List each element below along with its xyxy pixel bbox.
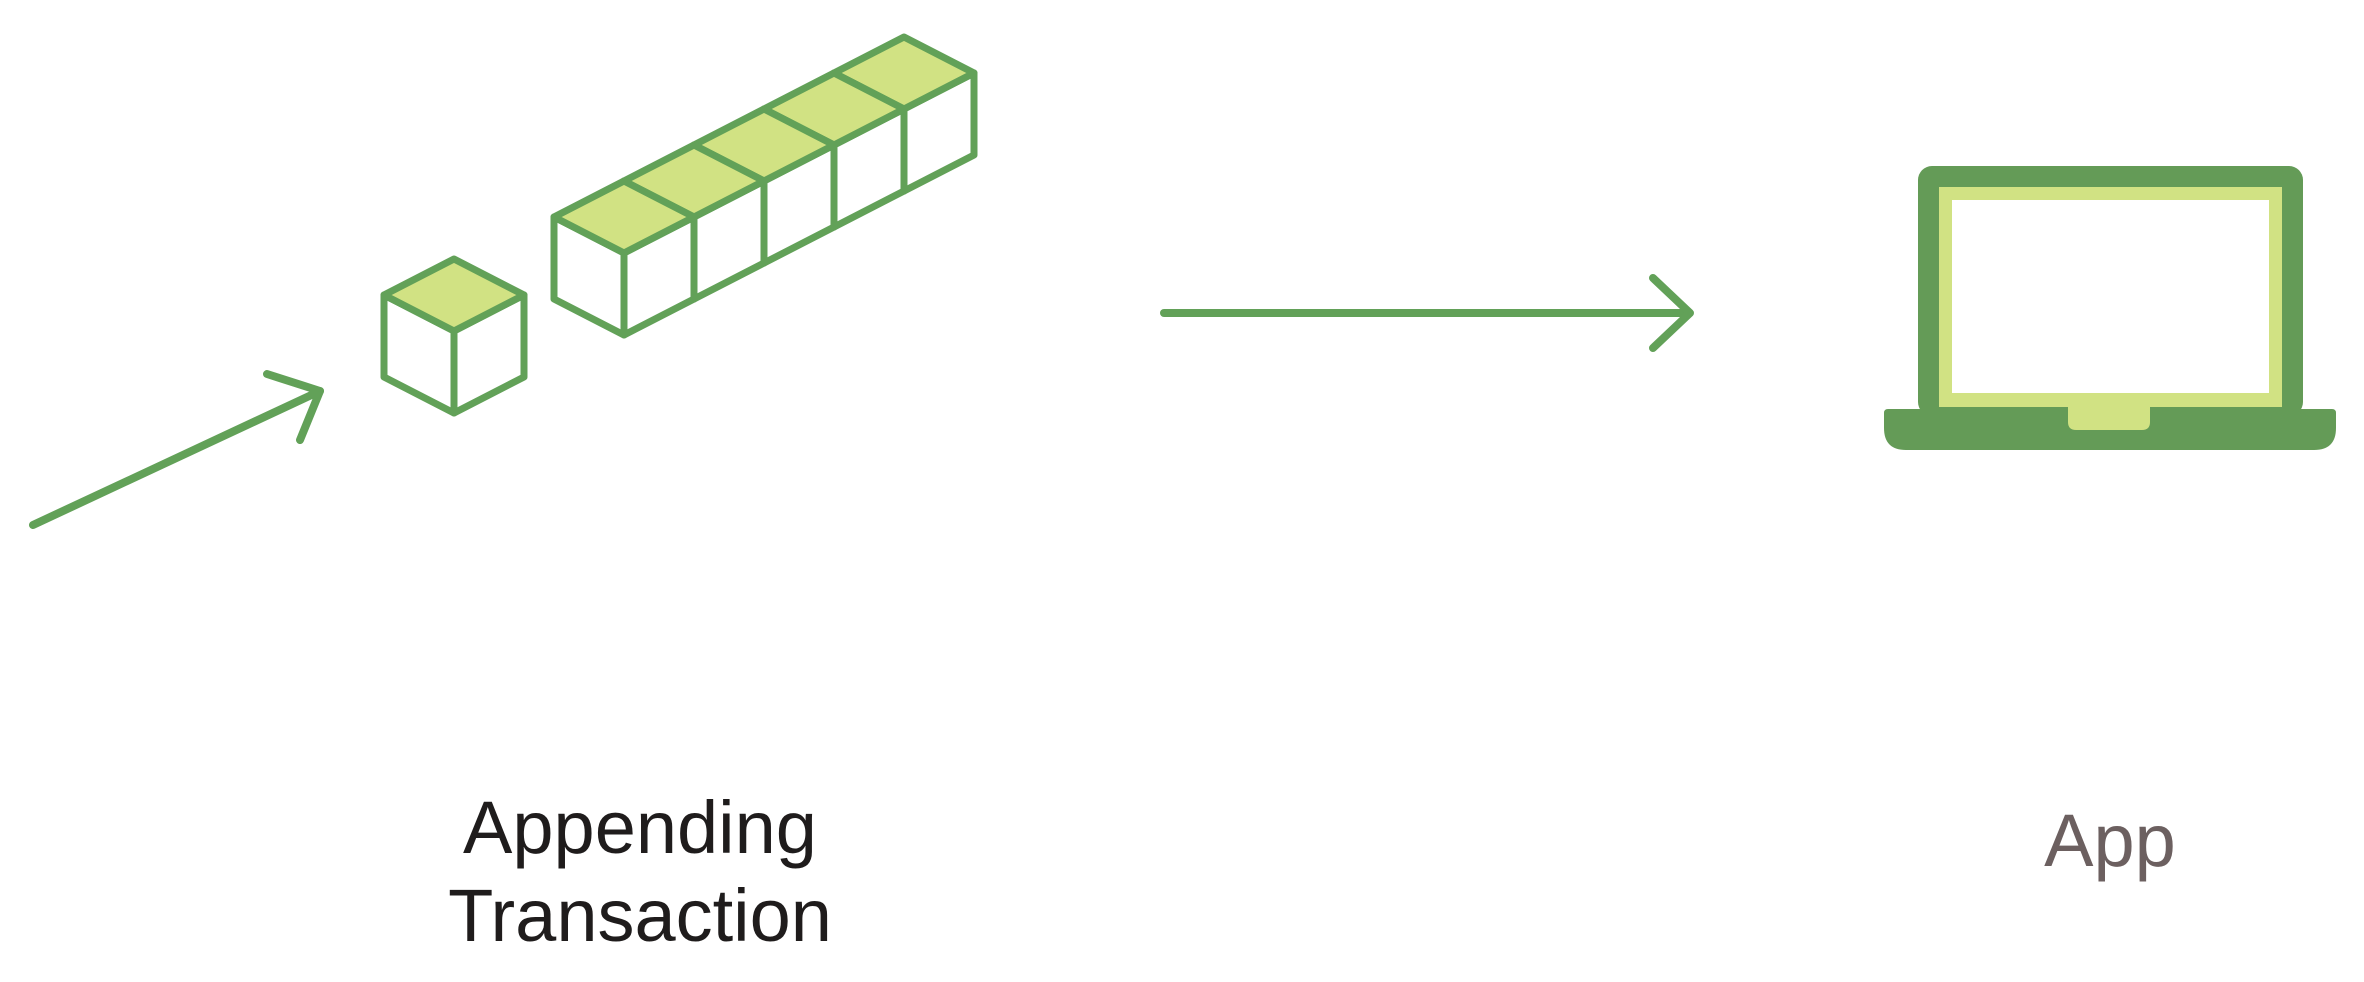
single-cube — [380, 255, 528, 417]
appending-transaction-label: Appending Transaction — [390, 784, 890, 960]
laptop-icon — [1884, 166, 2336, 450]
single-block-cube-icon — [380, 255, 528, 417]
appending-label-line1: Appending — [463, 786, 817, 869]
appending-label-line2: Transaction — [448, 874, 832, 957]
incoming-arrow-icon — [29, 370, 324, 529]
connector-arrow-icon — [1160, 274, 1694, 352]
app-label: App — [2044, 799, 2176, 882]
block-chain-icon — [550, 33, 978, 339]
chain-cube-1 — [550, 177, 698, 339]
